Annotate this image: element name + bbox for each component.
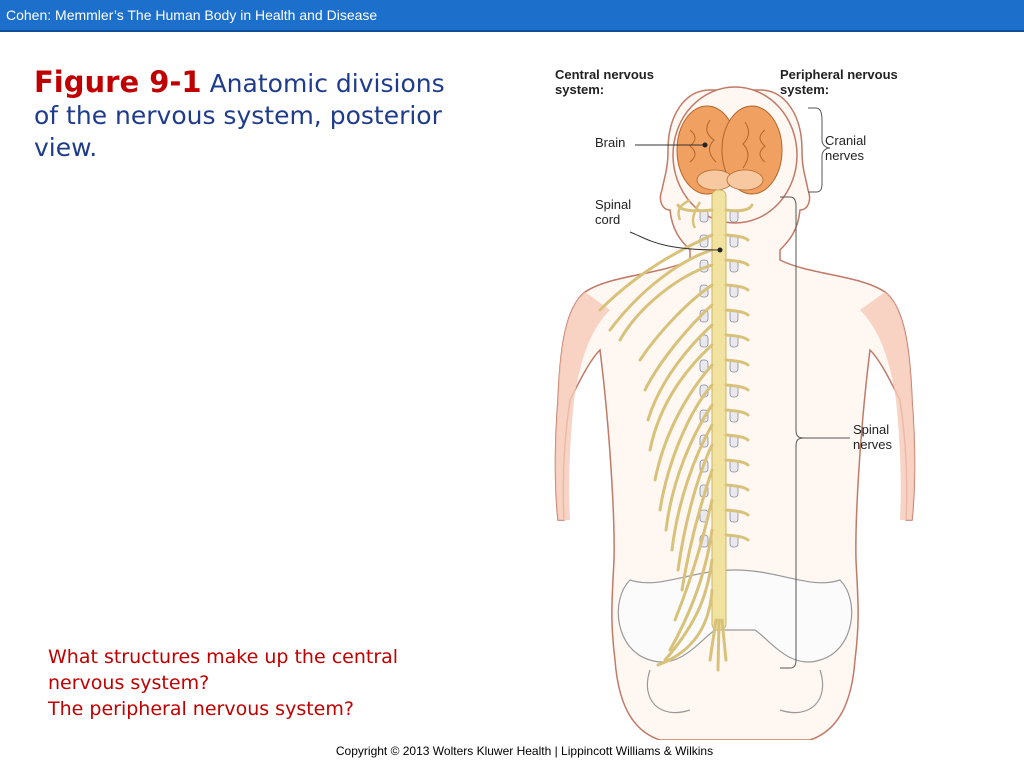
cranial-nerves-label-line-1: Cranial xyxy=(825,133,867,148)
caption-line-2: of the nervous system, posterior xyxy=(34,101,442,130)
cns-label-line-1: Central nervous xyxy=(555,67,654,82)
question-line-3: The peripheral nervous system? xyxy=(48,698,354,720)
question-line-1: What structures make up the central xyxy=(48,646,399,668)
spinal-nerves-label-line-1: Spinal xyxy=(853,422,890,437)
spinal-cord-label-line-1: Spinal xyxy=(595,197,632,212)
spinal-nerves-label-line-2: nerves xyxy=(853,437,893,452)
cranial-nerves-label-line-2: nerves xyxy=(825,148,865,163)
vertebrae xyxy=(699,209,739,548)
caption-line-3: view. xyxy=(34,133,98,162)
anatomy-illustration xyxy=(554,86,916,740)
copyright-footer: Copyright © 2013 Wolters Kluwer Health |… xyxy=(335,744,714,758)
figure-number: Figure 9-1 xyxy=(34,65,202,99)
cns-label-line-2: system: xyxy=(555,82,605,97)
header-bar: Cohen: Memmler’s The Human Body in Healt… xyxy=(0,0,1024,32)
question-line-2: nervous system? xyxy=(48,672,210,694)
brain-label: Brain xyxy=(595,135,626,150)
brain-icon xyxy=(676,105,783,195)
nervous-system-figure: Central nervous system: Peripheral nervo… xyxy=(540,60,920,740)
spinal-cord xyxy=(711,189,727,631)
slide-title: Figure 9-1 Anatomic divisions of the ner… xyxy=(34,66,524,164)
spinal-cord-label-line-2: cord xyxy=(595,212,621,227)
spinal-nerves xyxy=(598,203,754,672)
header-title: Cohen: Memmler’s The Human Body in Healt… xyxy=(6,7,378,23)
pns-label-line-1: Peripheral nervous xyxy=(780,67,898,82)
caption-line-1: Anatomic divisions xyxy=(209,69,445,98)
pns-label-line-2: system: xyxy=(780,82,830,97)
question-text: What structures make up the central nerv… xyxy=(48,644,488,722)
